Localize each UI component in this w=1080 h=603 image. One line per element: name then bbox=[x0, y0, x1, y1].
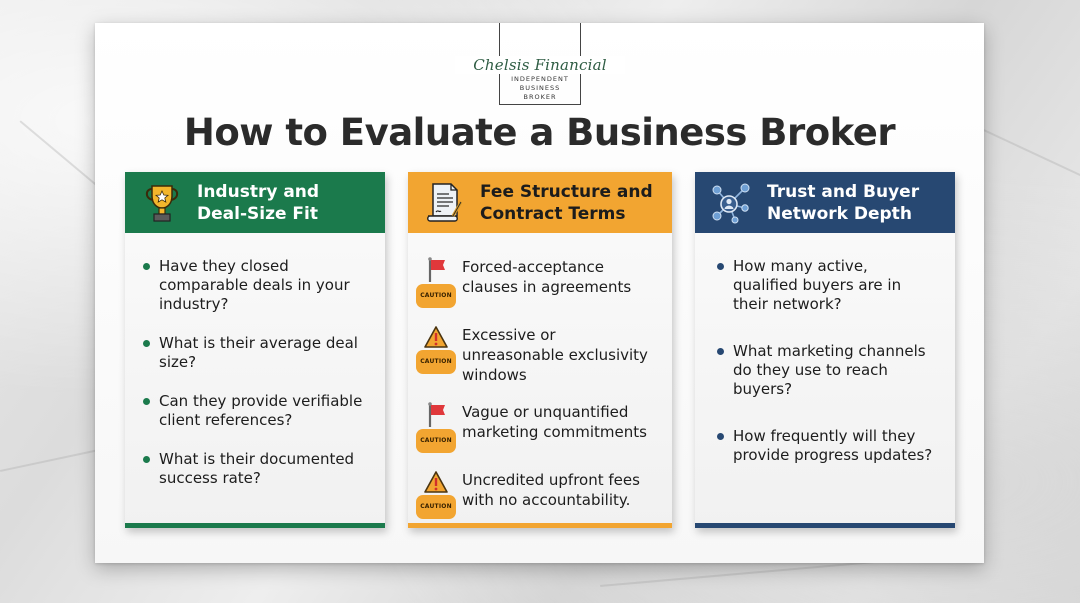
caution-badge: CAUTION bbox=[416, 429, 456, 453]
red-flag-icon bbox=[428, 257, 445, 282]
contract-document-icon bbox=[424, 182, 466, 224]
caution-item: CAUTION Uncredited upfront fees with no … bbox=[416, 470, 654, 519]
bullet-dot bbox=[143, 398, 150, 405]
card-body: How many active, qualified buyers are in… bbox=[695, 233, 955, 465]
card-industry-fit: Industry and Deal-Size Fit Have they clo… bbox=[125, 172, 385, 528]
bullet-dot bbox=[143, 263, 150, 270]
bullet-dot bbox=[717, 433, 724, 440]
list-item: Have they closed comparable deals in you… bbox=[143, 257, 367, 314]
list-item: How many active, qualified buyers are in… bbox=[717, 257, 937, 314]
red-flag-icon bbox=[428, 402, 445, 427]
caution-marker: CAUTION bbox=[416, 402, 456, 453]
caution-item: CAUTION Excessive or unreasonable exclus… bbox=[416, 325, 654, 385]
card-title: Industry and Deal-Size Fit bbox=[197, 181, 320, 224]
card-header: Industry and Deal-Size Fit bbox=[125, 172, 385, 233]
trophy-icon bbox=[141, 182, 183, 224]
logo-subtitle: INDEPENDENT BUSINESS BROKER bbox=[511, 75, 569, 101]
list-item: Can they provide verifiable client refer… bbox=[143, 392, 367, 430]
bullet-dot bbox=[717, 348, 724, 355]
card-header: Fee Structure and Contract Terms bbox=[408, 172, 672, 233]
caution-item: CAUTION Vague or unquantified marketing … bbox=[416, 402, 654, 453]
warning-triangle-icon bbox=[424, 326, 448, 348]
infographic-board: Chelsis Financial INDEPENDENT BUSINESS B… bbox=[95, 23, 984, 563]
caution-badge: CAUTION bbox=[416, 495, 456, 519]
list-item: What is their documented success rate? bbox=[143, 450, 367, 488]
card-title: Fee Structure and Contract Terms bbox=[480, 181, 653, 224]
warning-triangle-icon bbox=[424, 471, 448, 493]
caution-marker: CAUTION bbox=[416, 325, 456, 374]
page-title: How to Evaluate a Business Broker bbox=[183, 111, 896, 154]
list-item: What is their average deal size? bbox=[143, 334, 367, 372]
card-footer-bar bbox=[695, 523, 955, 528]
card-header: Trust and Buyer Network Depth bbox=[695, 172, 955, 233]
card-fee-structure: Fee Structure and Contract Terms CAUTION… bbox=[408, 172, 672, 528]
bullet-dot bbox=[143, 456, 150, 463]
caution-badge: CAUTION bbox=[416, 350, 456, 374]
caution-marker: CAUTION bbox=[416, 257, 456, 308]
caution-badge: CAUTION bbox=[416, 284, 456, 308]
logo-name: Chelsis Financial bbox=[455, 56, 625, 74]
caution-marker: CAUTION bbox=[416, 470, 456, 519]
caution-item: CAUTION Forced-acceptance clauses in agr… bbox=[416, 257, 654, 308]
list-item: What marketing channels do they use to r… bbox=[717, 342, 937, 399]
card-body: CAUTION Forced-acceptance clauses in agr… bbox=[408, 233, 672, 519]
bullet-dot bbox=[143, 340, 150, 347]
list-item: How frequently will they provide progres… bbox=[717, 427, 937, 465]
card-footer-bar bbox=[125, 523, 385, 528]
marble-vein bbox=[599, 558, 899, 587]
bullet-dot bbox=[717, 263, 724, 270]
card-body: Have they closed comparable deals in you… bbox=[125, 233, 385, 488]
card-footer-bar bbox=[408, 523, 672, 528]
card-title: Trust and Buyer Network Depth bbox=[767, 181, 920, 224]
network-icon bbox=[711, 182, 753, 224]
card-trust-network: Trust and Buyer Network Depth How many a… bbox=[695, 172, 955, 528]
